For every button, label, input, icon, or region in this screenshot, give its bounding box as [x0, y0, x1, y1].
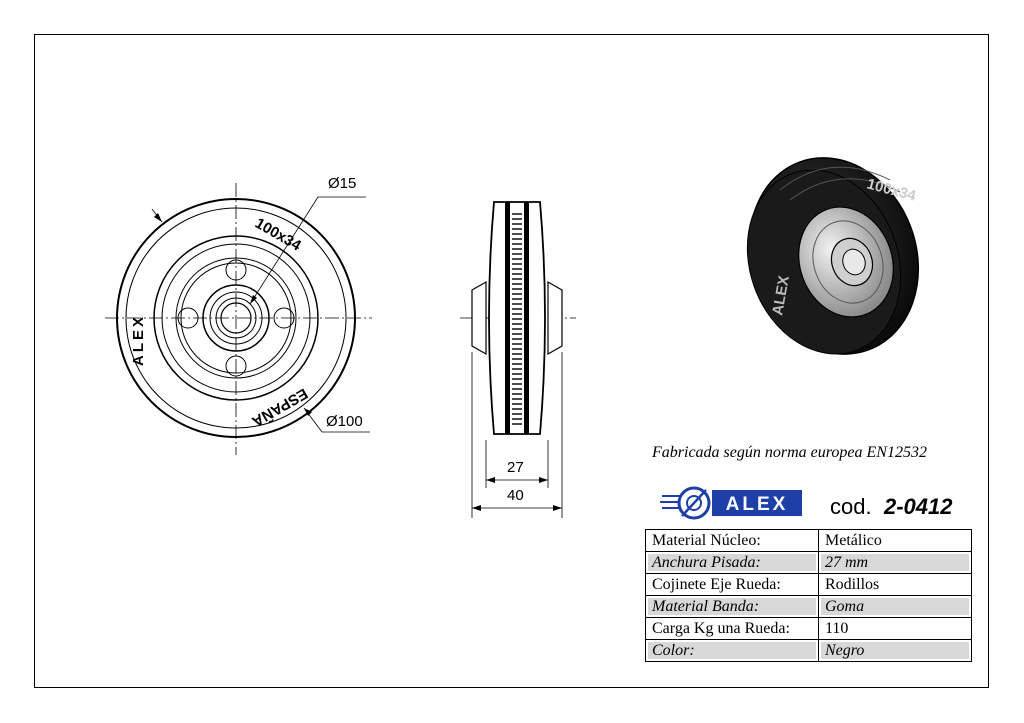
- spec-label: Color:: [645, 639, 819, 662]
- rim-circle: [153, 235, 319, 401]
- table-row: Material Banda: Goma: [645, 595, 972, 618]
- alex-logo: ALEX: [660, 486, 802, 520]
- arrow: [539, 477, 548, 483]
- wheel-logo-icon: [660, 486, 711, 520]
- arrow: [472, 505, 481, 511]
- table-row: Anchura Pisada: 27 mm: [645, 551, 972, 574]
- spec-label: Material Banda:: [645, 595, 819, 618]
- tread-band: [524, 202, 529, 434]
- hub-circle: [175, 257, 297, 379]
- logo-text: ALEX: [726, 494, 789, 515]
- dim-tread-width: 27: [507, 459, 524, 476]
- hub-right: [547, 280, 563, 356]
- arrow: [553, 505, 562, 511]
- spec-value: Negro: [818, 639, 972, 662]
- iso-view: [746, 157, 920, 355]
- leader-hub: [249, 196, 319, 305]
- table-row: Material Núcleo: Metálico: [645, 529, 972, 552]
- spec-value: 27 mm: [818, 551, 972, 574]
- dim-hub-diameter: Ø15: [328, 175, 356, 192]
- front-view: [105, 183, 372, 455]
- arrow: [250, 295, 257, 304]
- tread-pattern: [512, 213, 522, 425]
- spec-value: Metálico: [818, 529, 972, 552]
- norm-text: Fabricada según norma europea EN12532: [652, 444, 927, 461]
- iso-tread-groove: [789, 178, 901, 201]
- rim-hole: [273, 307, 295, 329]
- table-row: Cojinete Eje Rueda: Rodillos: [645, 573, 972, 596]
- spec-label: Material Núcleo:: [645, 529, 819, 552]
- hub-inner-circle: [180, 262, 292, 374]
- spec-value: 110: [818, 617, 972, 640]
- rim-inner-circle: [161, 243, 311, 393]
- dim-outer-diameter: Ø100: [326, 413, 363, 430]
- product-code: 2-0412: [884, 494, 953, 519]
- rim-hole: [177, 307, 199, 329]
- code-prefix: cod.: [830, 494, 872, 519]
- spec-value: Goma: [818, 595, 972, 618]
- spec-label: Anchura Pisada:: [645, 551, 819, 574]
- bore: [220, 302, 252, 334]
- tire-outer-circle: [116, 198, 356, 438]
- drawing-frame: [34, 34, 989, 688]
- tire-profile: [488, 201, 546, 435]
- spec-value: Rodillos: [818, 573, 972, 596]
- tread-band: [505, 202, 510, 434]
- arrow: [486, 477, 495, 483]
- table-row: Color: Negro: [645, 639, 972, 662]
- iso-tread-groove: [779, 166, 891, 191]
- tire-country-marking: ESPAÑA: [249, 385, 311, 431]
- bearing-mid: [209, 291, 263, 345]
- logo-band: [712, 490, 802, 516]
- bearing-outer: [202, 284, 270, 352]
- arrow: [154, 213, 162, 222]
- hub-left: [471, 280, 487, 356]
- table-row: Carga Kg una Rueda: 110: [645, 617, 972, 640]
- iso-tire-brand-marking: ALEX: [769, 274, 793, 316]
- tire-size-marking: 100x34: [252, 215, 304, 255]
- rim-hole: [225, 355, 247, 377]
- bearing-inner: [215, 297, 257, 339]
- arrow: [304, 408, 312, 416]
- dim-total-width: 40: [507, 487, 524, 504]
- tire-inner-circle: [125, 207, 347, 429]
- side-view: [460, 201, 576, 518]
- rim-hole: [225, 259, 247, 281]
- spec-label: Carga Kg una Rueda:: [645, 617, 819, 640]
- tire-brand-marking: ALEX: [130, 314, 147, 366]
- spec-table: Material Núcleo: Metálico Anchura Pisada…: [645, 529, 972, 662]
- spec-label: Cojinete Eje Rueda:: [645, 573, 819, 596]
- iso-bore: [842, 248, 866, 276]
- iso-rim-inner: [812, 220, 884, 304]
